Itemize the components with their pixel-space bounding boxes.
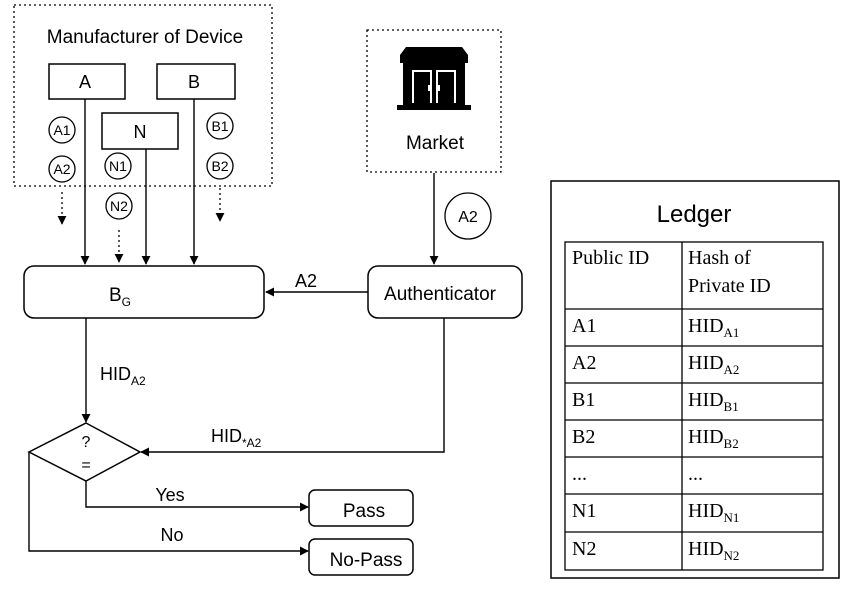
token-b1: B1 [206, 112, 234, 140]
nopass-box [308, 538, 414, 576]
ledger-panel [550, 180, 840, 579]
bg-box [23, 265, 265, 319]
hid-left-label: HIDA2 [100, 364, 146, 388]
nopass-label: No-Pass [330, 550, 403, 571]
pass-box [308, 489, 414, 527]
ledger-row-id: B2 [572, 426, 595, 448]
svg-text:A2: A2 [458, 209, 478, 226]
device-box-a [48, 63, 126, 100]
decision-eq: = [81, 457, 90, 474]
ledger-header-hash-line1: Hash of [688, 247, 751, 269]
auth-to-bg-label: A2 [295, 271, 317, 291]
ledger-row-id: A1 [572, 315, 596, 337]
token-n2: N2 [105, 192, 133, 220]
svg-text:A2: A2 [53, 161, 70, 177]
ledger-row-hash: HIDN2 [688, 538, 739, 563]
ledger-row-hash: HIDB2 [688, 426, 739, 451]
ledger-row-id: N2 [572, 538, 596, 560]
device-box-b [156, 63, 236, 100]
ledger-title: Ledger [657, 201, 732, 228]
token-b2: B2 [206, 152, 234, 180]
svg-text:N1: N1 [109, 158, 127, 174]
arrow-no [28, 452, 309, 556]
ledger-row-hash: HIDA1 [688, 315, 739, 340]
device-box-n [101, 112, 179, 150]
ledger-row-id: N1 [572, 500, 596, 522]
svg-text:B2: B2 [211, 158, 228, 174]
ledger-row-hash: HIDN1 [688, 500, 739, 525]
token-n1: N1 [104, 152, 132, 180]
arrow-auth-to-decision [140, 318, 445, 457]
store-icon [397, 47, 471, 110]
token-a1: A1 [48, 116, 76, 144]
ledger-row-hash: ... [688, 463, 703, 485]
market-token: A2 [444, 192, 492, 240]
ledger-row-id: B1 [572, 389, 595, 411]
ledger-table: Public ID Hash of Private ID A1 HIDA1 A2… [564, 241, 824, 571]
market-label: Market [406, 133, 465, 154]
device-box-b-label: B [188, 72, 200, 92]
ledger-header-public-id: Public ID [572, 247, 649, 269]
hid-right-label: HID*A2 [211, 426, 262, 450]
bg-label: BG [109, 285, 131, 309]
decision-q: ? [82, 434, 91, 451]
pass-label: Pass [343, 501, 385, 522]
authenticator-label: Authenticator [384, 284, 497, 305]
market-group [366, 29, 502, 173]
svg-text:N2: N2 [110, 198, 128, 214]
arrow-yes [85, 481, 309, 512]
ledger-header-hash-line2: Private ID [688, 275, 771, 297]
ledger-row-hash: HIDA2 [688, 352, 739, 377]
ledger-row-id: A2 [572, 352, 596, 374]
no-label: No [160, 525, 183, 545]
yes-label: Yes [155, 485, 184, 505]
device-box-n-label: N [134, 122, 147, 142]
svg-text:A1: A1 [53, 122, 70, 138]
token-a2: A2 [48, 155, 76, 183]
svg-text:B1: B1 [211, 118, 228, 134]
device-box-a-label: A [79, 72, 91, 92]
ledger-row-hash: HIDB1 [688, 389, 739, 414]
manufacturer-title: Manufacturer of Device [47, 27, 243, 48]
ledger-row-id: ... [572, 463, 587, 485]
